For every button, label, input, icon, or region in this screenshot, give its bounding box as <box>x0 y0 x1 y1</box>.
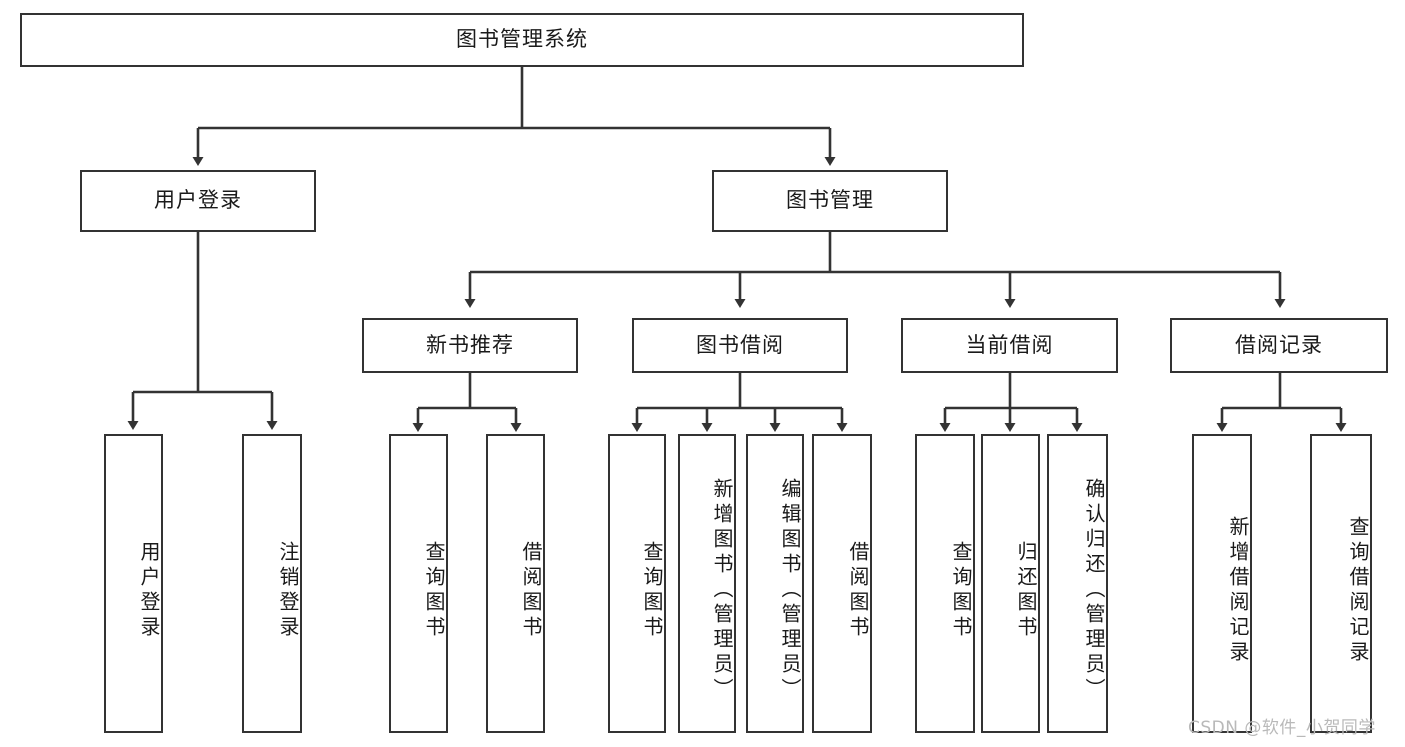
leaf-query-book-3-label: 查询图书 <box>949 540 973 641</box>
node-new-book-rec-label: 新书推荐 <box>426 332 514 357</box>
leaf-confirm-return-label: 确认归还（管理员） <box>1082 478 1106 703</box>
node-user-login-label: 用户登录 <box>154 188 242 213</box>
node-borrow-record[interactable]: 借阅记录 <box>1170 318 1388 373</box>
leaf-add-book-label: 新增图书（管理员） <box>710 478 734 703</box>
node-root[interactable]: 图书管理系统 <box>20 13 1024 67</box>
node-current-borrow-label: 当前借阅 <box>965 332 1054 357</box>
leaf-user-logout[interactable]: 注销登录 <box>242 434 302 733</box>
leaf-return-book[interactable]: 归还图书 <box>981 434 1040 733</box>
leaf-edit-book[interactable]: 编辑图书（管理员） <box>746 434 804 733</box>
node-book-borrow-label: 图书借阅 <box>696 332 784 357</box>
leaf-confirm-return[interactable]: 确认归还（管理员） <box>1047 434 1108 733</box>
leaf-query-book-2[interactable]: 查询图书 <box>608 434 666 733</box>
node-book-manage-label: 图书管理 <box>786 188 874 213</box>
node-user-login[interactable]: 用户登录 <box>80 170 316 232</box>
node-root-label: 图书管理系统 <box>456 27 588 52</box>
leaf-borrow-book-2-label: 借阅图书 <box>846 540 870 641</box>
leaf-query-book-1[interactable]: 查询图书 <box>389 434 448 733</box>
leaf-add-book[interactable]: 新增图书（管理员） <box>678 434 736 733</box>
leaf-user-login[interactable]: 用户登录 <box>104 434 163 733</box>
leaf-borrow-book-1-label: 借阅图书 <box>519 540 543 641</box>
leaf-add-record-label: 新增借阅记录 <box>1226 515 1250 666</box>
leaf-user-logout-label: 注销登录 <box>276 540 300 641</box>
leaf-query-book-2-label: 查询图书 <box>640 540 664 641</box>
leaf-query-record-label: 查询借阅记录 <box>1346 515 1370 666</box>
leaf-query-book-1-label: 查询图书 <box>422 540 446 641</box>
leaf-query-record[interactable]: 查询借阅记录 <box>1310 434 1372 733</box>
csdn-watermark: CSDN @软件_小贺同学 <box>1188 718 1376 738</box>
node-book-borrow[interactable]: 图书借阅 <box>632 318 848 373</box>
leaf-user-login-label: 用户登录 <box>137 540 161 641</box>
leaf-query-book-3[interactable]: 查询图书 <box>915 434 975 733</box>
leaf-borrow-book-1[interactable]: 借阅图书 <box>486 434 545 733</box>
node-current-borrow[interactable]: 当前借阅 <box>901 318 1118 373</box>
leaf-borrow-book-2[interactable]: 借阅图书 <box>812 434 872 733</box>
node-book-manage[interactable]: 图书管理 <box>712 170 948 232</box>
leaf-return-book-label: 归还图书 <box>1014 540 1038 641</box>
leaf-edit-book-label: 编辑图书（管理员） <box>778 478 802 703</box>
node-borrow-record-label: 借阅记录 <box>1235 332 1323 357</box>
node-new-book-rec[interactable]: 新书推荐 <box>362 318 578 373</box>
leaf-add-record[interactable]: 新增借阅记录 <box>1192 434 1252 733</box>
